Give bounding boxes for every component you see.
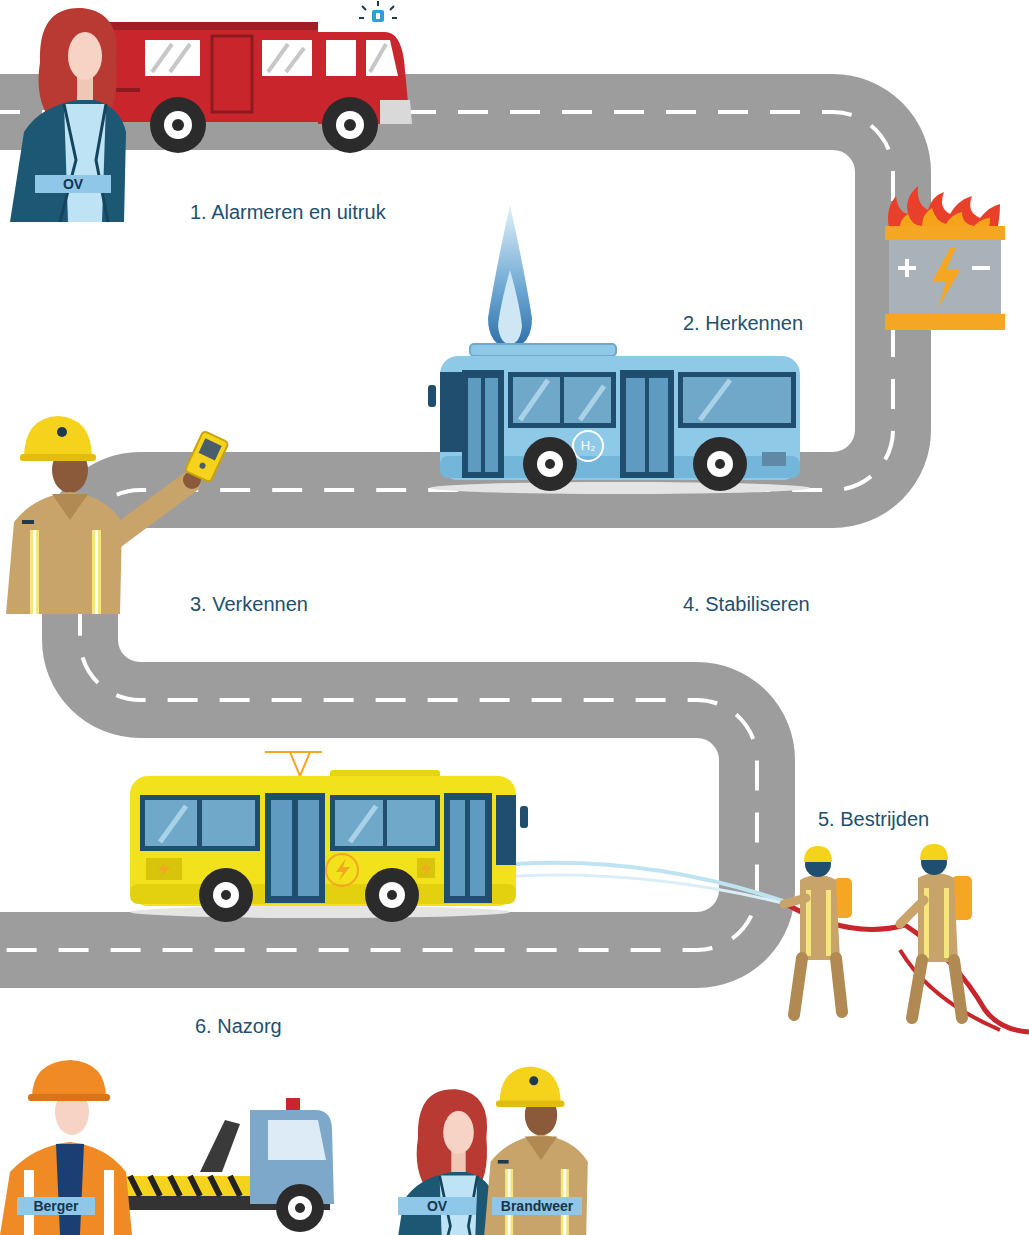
electric-bus <box>130 752 528 922</box>
badge-text: Brandweer <box>501 1198 573 1214</box>
hydrogen-mark: H₂ <box>581 439 595 454</box>
firefighter-detector <box>6 416 229 614</box>
role-badge: OV <box>398 1197 476 1215</box>
step-label: 4. Stabiliseren <box>683 593 810 616</box>
hydrogen-bus <box>428 205 810 494</box>
transport-officer <box>10 8 126 222</box>
road <box>0 112 893 950</box>
transport-officer <box>391 1089 495 1235</box>
role-badge: OV <box>35 175 111 193</box>
burning-battery <box>885 186 1005 330</box>
step-label: 3. Verkennen <box>190 593 308 616</box>
water-spray <box>516 863 1029 1032</box>
role-badge: Brandweer <box>492 1197 582 1215</box>
badge-text: Berger <box>33 1198 78 1214</box>
firefighters-extinguishing <box>784 844 972 1018</box>
step-label: 6. Nazorg <box>195 1015 282 1038</box>
step-label: 5. Bestrijden <box>818 808 929 831</box>
badge-text: OV <box>63 176 83 192</box>
fire-truck <box>100 1 412 153</box>
role-badge: Berger <box>17 1197 95 1215</box>
firefighter <box>483 1066 587 1235</box>
step-label: 1. Alarmeren en uitruk <box>190 201 386 224</box>
badge-text: OV <box>427 1198 447 1214</box>
recovery-worker <box>0 1060 132 1235</box>
step-label: 2. Herkennen <box>683 312 803 335</box>
